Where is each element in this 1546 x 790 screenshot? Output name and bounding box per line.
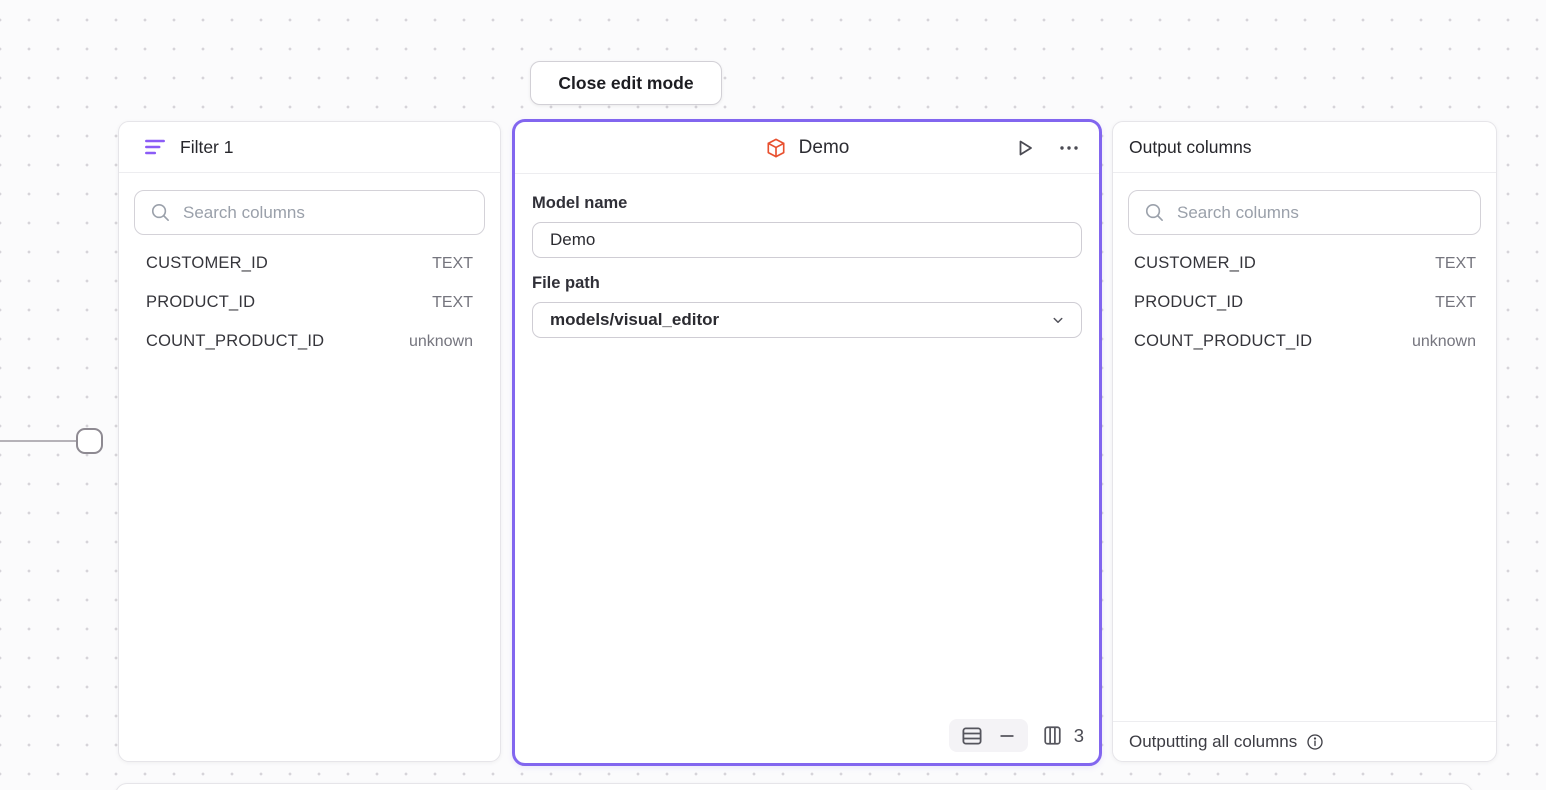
table-rows-icon[interactable] bbox=[960, 724, 984, 748]
output-panel-title: Output columns bbox=[1129, 136, 1252, 157]
filter-icon bbox=[145, 138, 165, 156]
output-panel-header: Output columns bbox=[1113, 122, 1496, 173]
filter-search-box[interactable] bbox=[134, 190, 485, 235]
column-count-value: 3 bbox=[1073, 724, 1084, 746]
model-cube-icon bbox=[765, 137, 787, 159]
search-icon bbox=[1144, 202, 1165, 223]
output-panel-footer: Outputting all columns bbox=[1113, 721, 1496, 761]
file-path-label: File path bbox=[532, 274, 600, 292]
output-columns-panel[interactable]: Output columns CUSTOMER_ID TEXT PRODUCT_… bbox=[1112, 121, 1497, 762]
column-row[interactable]: CUSTOMER_ID TEXT bbox=[119, 244, 500, 283]
column-type: TEXT bbox=[432, 293, 473, 311]
filter-panel-header: Filter 1 bbox=[119, 122, 500, 173]
model-name-input[interactable] bbox=[532, 222, 1082, 258]
row-density-toggle[interactable] bbox=[948, 719, 1028, 752]
filter-search-input[interactable] bbox=[183, 202, 469, 223]
column-row[interactable]: CUSTOMER_ID TEXT bbox=[1113, 244, 1496, 283]
model-panel-title: Demo bbox=[798, 136, 850, 158]
column-type: TEXT bbox=[1435, 254, 1476, 272]
filter-node-panel[interactable]: Filter 1 CUSTOMER_ID TEXT PRODUCT_ID TEX… bbox=[118, 121, 501, 762]
model-node-panel[interactable]: Demo Model name File path models/visual_… bbox=[512, 119, 1102, 766]
column-type: unknown bbox=[1411, 332, 1476, 350]
search-icon bbox=[150, 202, 171, 223]
column-type: TEXT bbox=[1435, 293, 1476, 311]
output-column-list: CUSTOMER_ID TEXT PRODUCT_ID TEXT COUNT_P… bbox=[1113, 244, 1496, 361]
column-type: unknown bbox=[408, 332, 473, 350]
bottom-node-panel[interactable] bbox=[115, 783, 1473, 790]
column-type: TEXT bbox=[432, 254, 473, 272]
column-row[interactable]: COUNT_PRODUCT_ID unknown bbox=[1113, 322, 1496, 361]
file-path-value: models/visual_editor bbox=[550, 310, 720, 329]
output-search-box[interactable] bbox=[1128, 190, 1481, 235]
outputting-all-columns-text: Outputting all columns bbox=[1129, 731, 1298, 751]
edge-connector-handle[interactable] bbox=[76, 428, 103, 454]
info-icon[interactable] bbox=[1305, 732, 1325, 752]
more-options-button[interactable] bbox=[1055, 134, 1083, 162]
column-name: COUNT_PRODUCT_ID bbox=[1134, 332, 1313, 350]
column-row[interactable]: PRODUCT_ID TEXT bbox=[119, 283, 500, 322]
column-count-group[interactable]: 3 bbox=[1041, 724, 1084, 747]
model-panel-header: Demo bbox=[515, 122, 1099, 174]
column-name: PRODUCT_ID bbox=[1134, 293, 1244, 311]
close-edit-mode-button[interactable]: Close edit mode bbox=[530, 61, 722, 105]
column-name: PRODUCT_ID bbox=[146, 293, 256, 311]
column-name: CUSTOMER_ID bbox=[146, 254, 268, 272]
output-search-input[interactable] bbox=[1177, 202, 1465, 223]
column-name: COUNT_PRODUCT_ID bbox=[146, 332, 325, 350]
run-model-button[interactable] bbox=[1011, 134, 1039, 162]
column-row[interactable]: PRODUCT_ID TEXT bbox=[1113, 283, 1496, 322]
file-path-select[interactable]: models/visual_editor bbox=[532, 302, 1082, 338]
filter-column-list: CUSTOMER_ID TEXT PRODUCT_ID TEXT COUNT_P… bbox=[119, 244, 500, 361]
table-columns-icon bbox=[1041, 724, 1064, 747]
minus-icon[interactable] bbox=[997, 726, 1017, 746]
edge-connector-line bbox=[0, 440, 80, 442]
filter-panel-title: Filter 1 bbox=[180, 136, 234, 157]
column-name: CUSTOMER_ID bbox=[1134, 254, 1256, 272]
model-name-label: Model name bbox=[532, 194, 628, 212]
chevron-down-icon bbox=[1049, 311, 1067, 329]
column-row[interactable]: COUNT_PRODUCT_ID unknown bbox=[119, 322, 500, 361]
